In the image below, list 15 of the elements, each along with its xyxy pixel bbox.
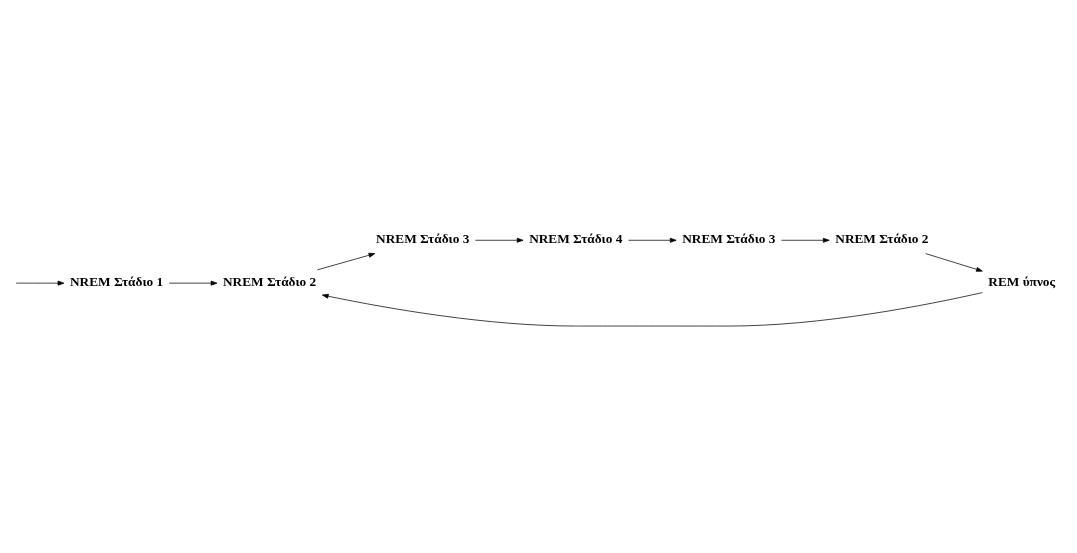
node-text: NREM Στάδιο 3 [682, 230, 776, 246]
arrow [628, 237, 677, 243]
arrow [317, 252, 376, 271]
arrow [15, 280, 65, 286]
node-text: NREM Στάδιο 4 [529, 230, 623, 246]
node-text: NREM Στάδιο 1 [69, 273, 164, 289]
node-text: NREM Στάδιο 3 [376, 230, 470, 246]
node-text: REM ύπνος [988, 273, 1056, 289]
arrow [475, 237, 524, 243]
arrow [925, 253, 983, 272]
arrow [781, 237, 830, 243]
node-text: NREM Στάδιο 2 [835, 230, 929, 246]
node-text: NREM Στάδιο 2 [223, 273, 317, 289]
arrow [168, 280, 218, 286]
arrow [321, 292, 983, 327]
